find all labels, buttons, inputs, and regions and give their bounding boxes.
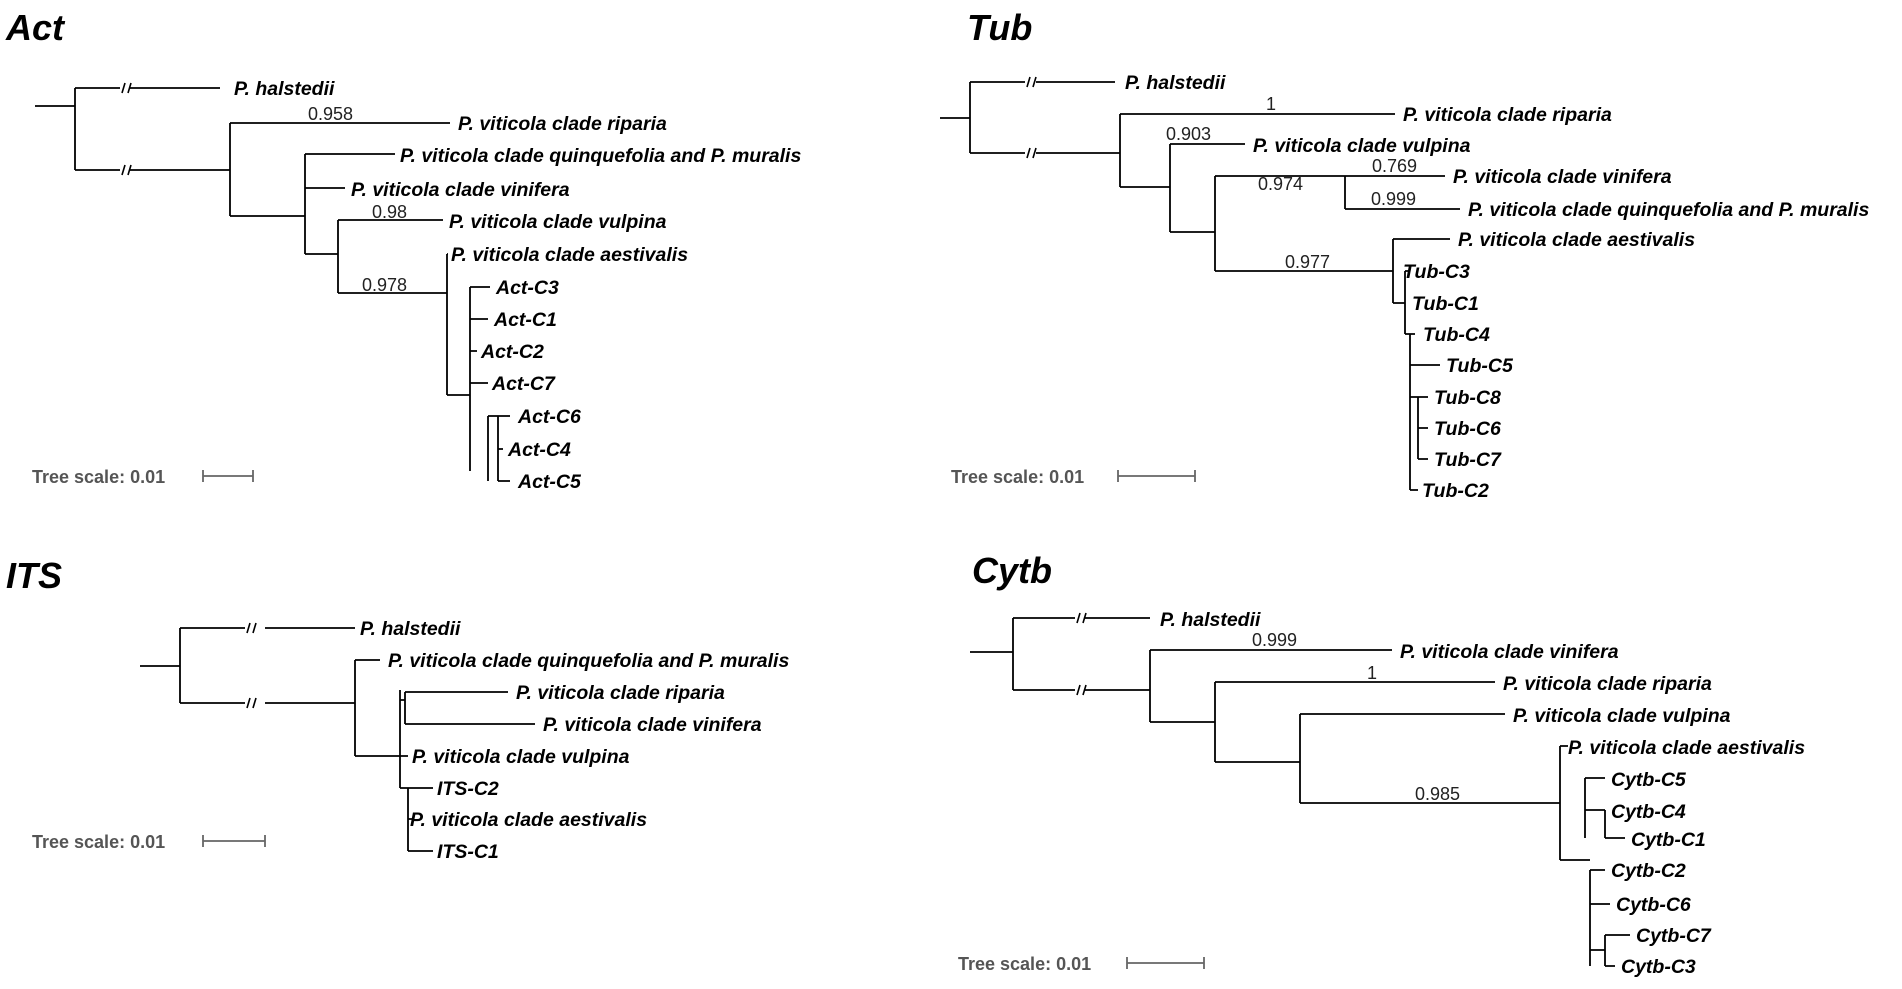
support-value: 0.977 xyxy=(1285,252,1330,272)
support-value: 1 xyxy=(1266,94,1276,114)
leaf-label: P. viticola clade riparia xyxy=(1503,673,1712,695)
leaf-label: P. halstedii xyxy=(234,78,335,100)
tree-scale-label: Tree scale: 0.01 xyxy=(32,467,165,487)
leaf-label: Tub-C5 xyxy=(1446,355,1514,377)
leaf-label: Act-C3 xyxy=(495,277,559,299)
leaf-label: P. viticola clade vulpina xyxy=(1253,135,1471,157)
panel-its: ITS P. halstedii P. viticola clade quinq… xyxy=(6,555,789,863)
tree-branches-cytb xyxy=(970,612,1630,967)
leaf-label: Tub-C8 xyxy=(1434,387,1501,409)
leaf-label: Tub-C2 xyxy=(1422,480,1489,502)
leaf-label: P. viticola clade vulpina xyxy=(1513,705,1731,727)
leaf-label: Cytb-C7 xyxy=(1636,925,1712,947)
leaf-label: P. viticola clade vulpina xyxy=(412,746,630,768)
leaf-label: Tub-C4 xyxy=(1423,324,1490,346)
leaf-label: P. viticola clade vinifera xyxy=(543,714,762,736)
panel-tub: Tub P. halstedii P. viticola clade ripar… xyxy=(940,7,1869,502)
leaf-label: ITS-C2 xyxy=(437,778,499,800)
leaf-label: P. viticola clade vinifera xyxy=(351,179,570,201)
tree-scale-cytb: Tree scale: 0.01 xyxy=(958,954,1205,974)
support-value: 0.985 xyxy=(1415,784,1460,804)
tree-scale-label: Tree scale: 0.01 xyxy=(951,467,1084,487)
leaf-label: Tub-C7 xyxy=(1434,449,1502,471)
panel-title-cytb: Cytb xyxy=(972,550,1052,591)
leaf-label: Tub-C3 xyxy=(1403,261,1470,283)
leaf-label: Cytb-C5 xyxy=(1611,769,1687,791)
leaf-label: Cytb-C2 xyxy=(1611,860,1686,882)
panel-title-tub: Tub xyxy=(967,7,1032,48)
leaf-label: Cytb-C4 xyxy=(1611,801,1686,823)
leaf-label: P. viticola clade vinifera xyxy=(1400,641,1619,663)
tree-scale-tub: Tree scale: 0.01 xyxy=(951,467,1196,487)
leaf-label: P. halstedii xyxy=(1160,609,1261,631)
leaf-label: Act-C4 xyxy=(507,439,571,461)
leaf-label: P. viticola clade riparia xyxy=(1403,104,1612,126)
support-value: 0.903 xyxy=(1166,124,1211,144)
support-value: 1 xyxy=(1367,663,1377,683)
tree-scale-label: Tree scale: 0.01 xyxy=(958,954,1091,974)
leaf-label: P. halstedii xyxy=(1125,72,1226,94)
support-value: 0.999 xyxy=(1252,630,1297,650)
support-value: 0.98 xyxy=(372,202,407,222)
leaf-label: P. halstedii xyxy=(360,618,461,640)
support-value: 0.999 xyxy=(1371,189,1416,209)
leaf-label: Act-C5 xyxy=(517,471,582,493)
leaf-label: P. viticola clade aestivalis xyxy=(451,244,688,266)
panel-title-its: ITS xyxy=(6,555,62,596)
tree-scale-label: Tree scale: 0.01 xyxy=(32,832,165,852)
leaf-label: Act-C1 xyxy=(493,309,557,331)
leaf-label: P. viticola clade riparia xyxy=(516,682,725,704)
leaf-label: Act-C6 xyxy=(517,406,581,428)
leaf-label: Act-C2 xyxy=(480,341,544,363)
leaf-label: ITS-C1 xyxy=(437,841,499,863)
leaf-label: Cytb-C3 xyxy=(1621,956,1696,978)
leaf-label: P. viticola clade aestivalis xyxy=(410,809,647,831)
leaf-label: P. viticola clade quinquefolia and P. mu… xyxy=(388,650,789,672)
leaf-label: P. viticola clade vulpina xyxy=(449,211,667,233)
leaf-label: Cytb-C6 xyxy=(1616,894,1691,916)
support-value: 0.958 xyxy=(308,104,353,124)
leaf-label: P. viticola clade riparia xyxy=(458,113,667,135)
tree-scale-act: Tree scale: 0.01 xyxy=(32,467,254,487)
leaf-label: Cytb-C1 xyxy=(1631,829,1706,851)
tree-branches-tub xyxy=(940,76,1460,491)
leaf-label: P. viticola clade aestivalis xyxy=(1458,229,1695,251)
leaf-label: Act-C7 xyxy=(491,373,556,395)
tree-branches-act xyxy=(35,82,510,482)
leaf-label: P. viticola clade vinifera xyxy=(1453,166,1672,188)
leaf-label: P. viticola clade quinquefolia and P. mu… xyxy=(1468,199,1869,221)
leaf-label: Tub-C6 xyxy=(1434,418,1501,440)
leaf-label: Tub-C1 xyxy=(1412,293,1479,315)
panel-cytb: Cytb P. halstedii P. viticola clade vini… xyxy=(958,550,1805,978)
leaf-label: P. viticola clade aestivalis xyxy=(1568,737,1805,759)
panel-act: Act P. halstedii P. viticola clade ripar… xyxy=(5,7,801,493)
panel-title-act: Act xyxy=(5,7,66,48)
support-value: 0.978 xyxy=(362,275,407,295)
tree-scale-its: Tree scale: 0.01 xyxy=(32,832,266,852)
support-value: 0.769 xyxy=(1372,156,1417,176)
tree-branches-its xyxy=(140,622,535,852)
leaf-label: P. viticola clade quinquefolia and P. mu… xyxy=(400,145,801,167)
support-value: 0.974 xyxy=(1258,174,1303,194)
